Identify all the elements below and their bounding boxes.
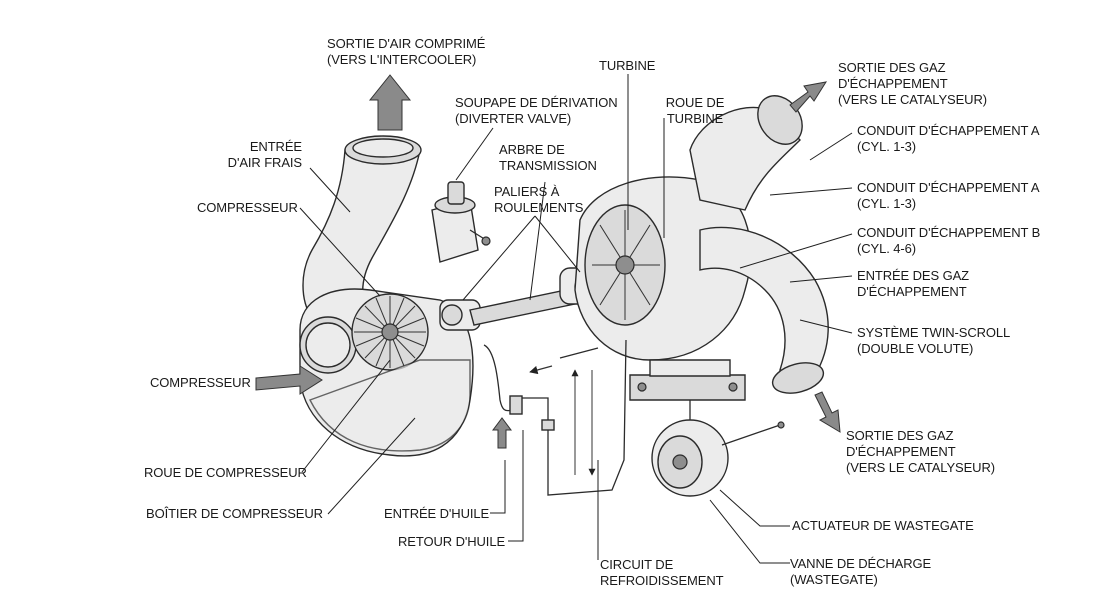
- label-oil-inlet: ENTRÉE D'HUILE: [384, 506, 490, 521]
- label-exhaust-duct-a2: CONDUIT D'ÉCHAPPEMENT A(CYL. 1-3): [857, 180, 1040, 211]
- wastegate-actuator-icon: [651, 400, 785, 497]
- turbine-housing-icon: [574, 95, 829, 401]
- label-turbine: TURBINE: [599, 58, 656, 73]
- label-wastegate-actuator: ACTUATEUR DE WASTEGATE: [792, 518, 974, 533]
- label-twin-scroll: SYSTÈME TWIN-SCROLL(DOUBLE VOLUTE): [857, 325, 1011, 356]
- diverter-valve-icon: [431, 181, 491, 263]
- label-wastegate-valve: VANNE DE DÉCHARGE(WASTEGATE): [790, 556, 932, 587]
- label-compressor-wheel: ROUE DE COMPRESSEUR: [144, 465, 307, 480]
- label-air-outlet: SORTIE D'AIR COMPRIMÉ(VERS L'INTERCOOLER…: [327, 36, 486, 67]
- label-oil-return: RETOUR D'HUILE: [398, 534, 506, 549]
- label-diverter-valve: SOUPAPE DE DÉRIVATION(DIVERTER VALVE): [455, 95, 618, 126]
- label-exhaust-duct-b: CONDUIT D'ÉCHAPPEMENT B(CYL. 4-6): [857, 225, 1041, 256]
- flow-arrow-icon: [255, 74, 841, 476]
- label-compressor-housing: BOÎTIER DE COMPRESSEUR: [146, 506, 323, 521]
- label-exhaust-duct-a1: CONDUIT D'ÉCHAPPEMENT A(CYL. 1-3): [857, 123, 1040, 154]
- oil-cooling-lines: [483, 339, 627, 496]
- label-compressor-top: COMPRESSEUR: [197, 200, 298, 215]
- leader-lines: [299, 74, 853, 564]
- label-compressor-left: COMPRESSEUR: [150, 375, 251, 390]
- compressor-housing-icon: [299, 135, 474, 457]
